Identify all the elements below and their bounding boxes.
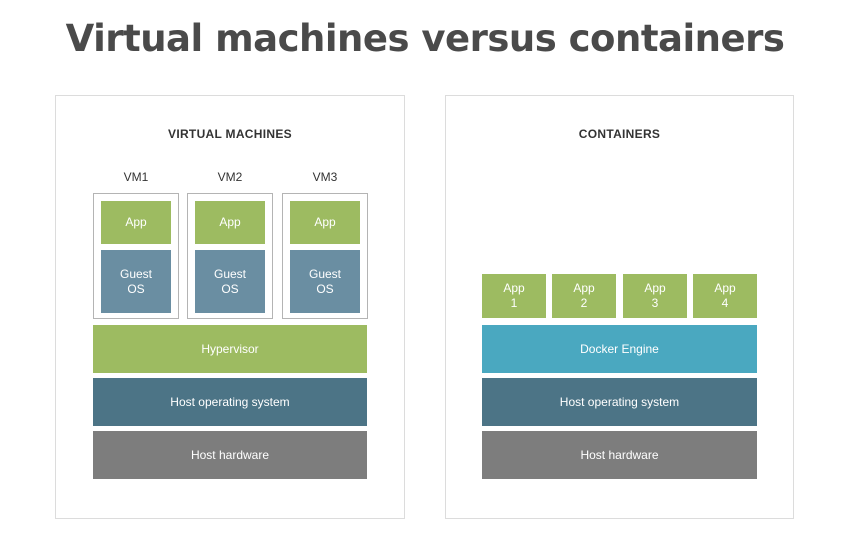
vm1-app-block: App xyxy=(101,201,171,244)
container-host-hardware-layer: Host hardware xyxy=(482,431,757,479)
virtual-machines-heading: VIRTUAL MACHINES xyxy=(168,127,292,141)
vm3-guest-os-block: Guest OS xyxy=(290,250,360,313)
vm-host-hardware-layer: Host hardware xyxy=(93,431,367,479)
vm2-box: App Guest OS xyxy=(187,193,273,319)
diagram-title: Virtual machines versus containers xyxy=(65,17,785,60)
vm1-label: VM1 xyxy=(123,170,149,184)
virtual-machines-panel: VIRTUAL MACHINES VM1 VM2 VM3 App Guest O… xyxy=(55,95,405,519)
containers-panel: CONTAINERS App 1 App 2 App 3 App 4 Docke… xyxy=(445,95,794,519)
vm2-label: VM2 xyxy=(217,170,243,184)
container-app-1-block: App 1 xyxy=(482,274,546,318)
container-app-4-block: App 4 xyxy=(693,274,757,318)
containers-heading: CONTAINERS xyxy=(578,127,661,141)
hypervisor-layer: Hypervisor xyxy=(93,325,367,373)
container-host-os-layer: Host operating system xyxy=(482,378,757,426)
vm3-app-block: App xyxy=(290,201,360,244)
vm2-guest-os-block: Guest OS xyxy=(195,250,265,313)
vm2-app-block: App xyxy=(195,201,265,244)
vm1-guest-os-block: Guest OS xyxy=(101,250,171,313)
docker-engine-layer: Docker Engine xyxy=(482,325,757,373)
container-app-2-block: App 2 xyxy=(552,274,616,318)
vm1-box: App Guest OS xyxy=(93,193,179,319)
vm3-box: App Guest OS xyxy=(282,193,368,319)
container-app-3-block: App 3 xyxy=(623,274,687,318)
vm-host-os-layer: Host operating system xyxy=(93,378,367,426)
vm3-label: VM3 xyxy=(312,170,338,184)
